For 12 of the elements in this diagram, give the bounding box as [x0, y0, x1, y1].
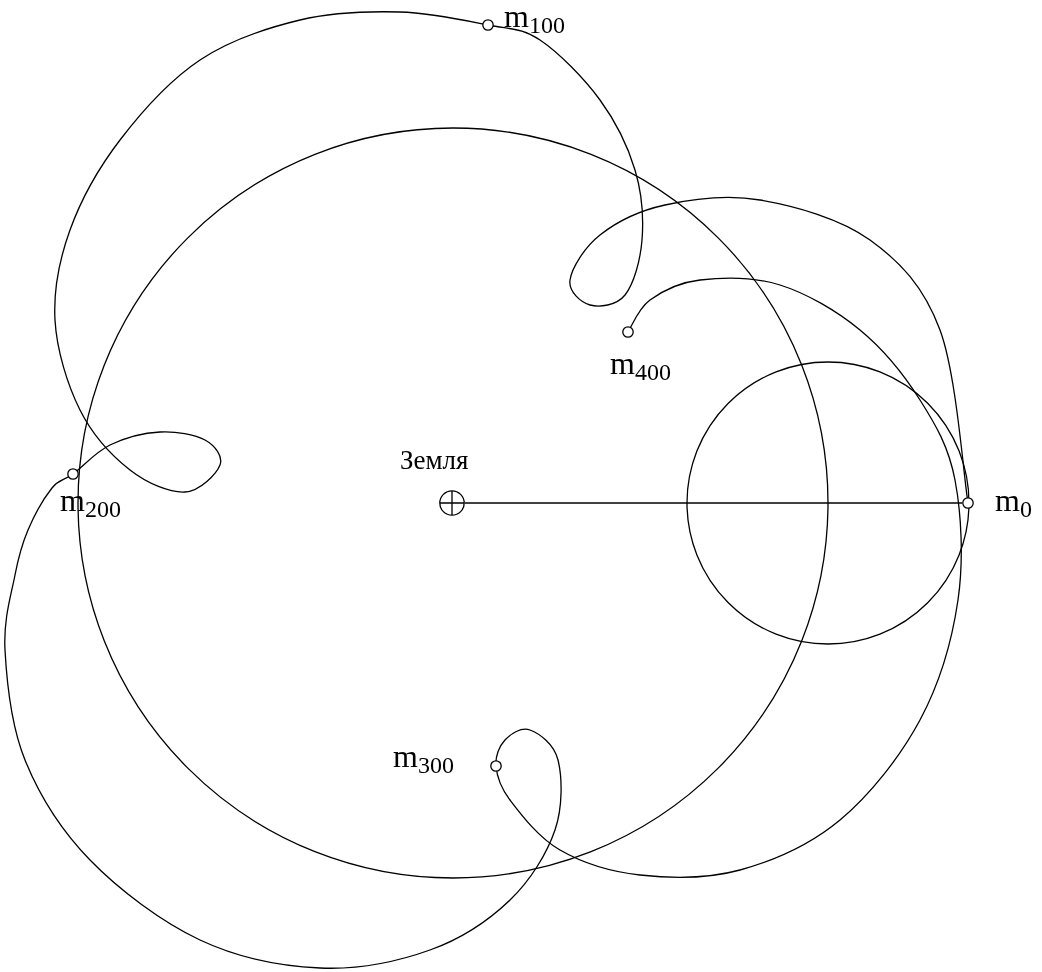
- point-marker: [490, 760, 502, 772]
- point-marker: [962, 497, 974, 509]
- earth-symbol: [439, 490, 465, 516]
- point-marker: [482, 19, 494, 31]
- point-label: Земля: [400, 447, 469, 474]
- point-label: m$_{0}$: [995, 484, 1032, 516]
- point-label: m$_{400}$: [610, 347, 671, 379]
- point-marker: [67, 468, 79, 480]
- point-marker: [622, 326, 634, 338]
- point-label: m$_{100}$: [504, 0, 565, 32]
- radius-line: [464, 502, 963, 504]
- point-label: m$_{300}$: [393, 740, 454, 772]
